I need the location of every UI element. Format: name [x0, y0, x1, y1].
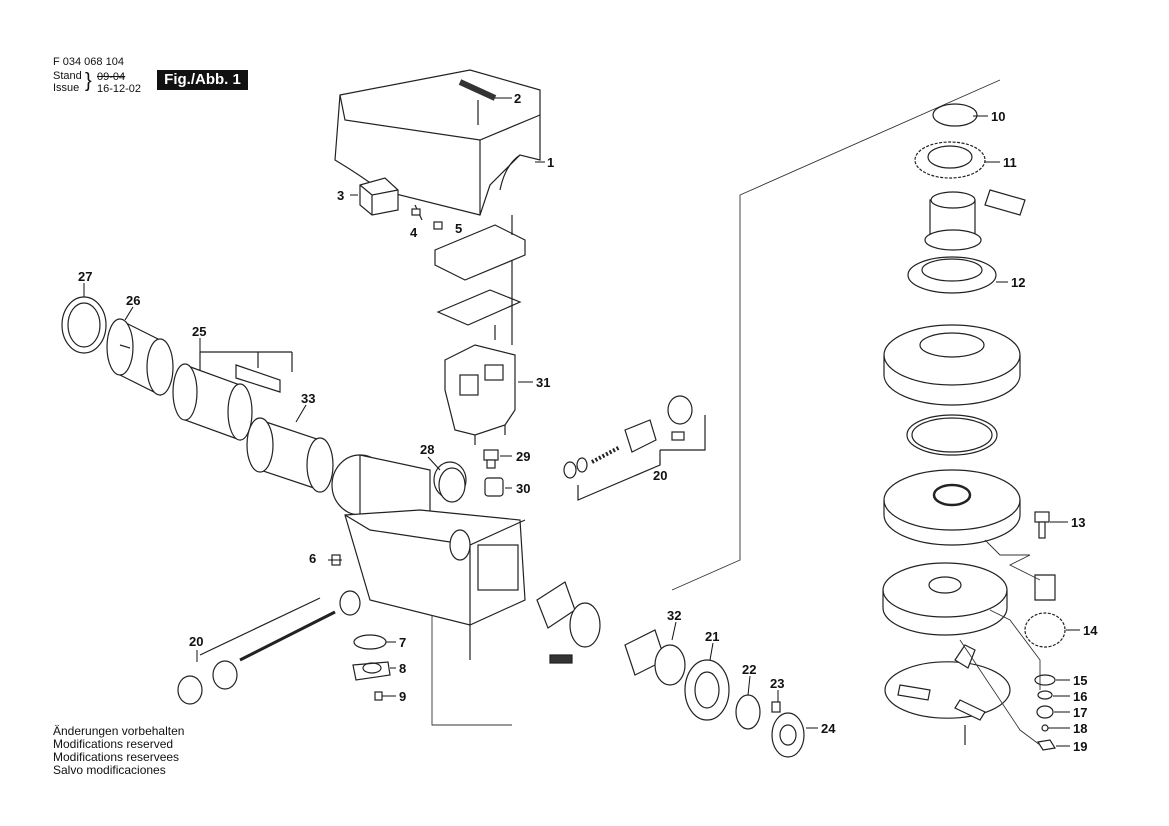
circuit-board-lower: [436, 289, 522, 340]
part-29-screw: [483, 449, 499, 469]
issue-date: 16-12-02: [97, 83, 142, 95]
callout-24: 24: [821, 721, 836, 736]
note-de: Änderungen vorbehalten: [53, 724, 185, 738]
callout-10: 10: [991, 109, 1005, 124]
callout-8: 8: [399, 661, 406, 676]
part-13-screw: [1034, 511, 1050, 539]
callout-20-upper: 20: [653, 468, 667, 483]
callout-27: 27: [78, 269, 92, 284]
callout-31: 31: [536, 375, 550, 390]
callout-28: 28: [420, 442, 434, 457]
callout-18: 18: [1073, 721, 1087, 736]
base-plate-upper: [883, 324, 1021, 406]
note-en: Modifications reserved: [53, 737, 174, 751]
callout-19: 19: [1073, 739, 1087, 754]
part-7-washer: [353, 634, 387, 650]
part-24-knob: [771, 712, 805, 758]
callout-1: 1: [547, 155, 554, 170]
part-14-gear: [1024, 574, 1066, 648]
callout-21: 21: [705, 629, 719, 644]
part-5-screw: [433, 221, 443, 230]
callout-4: 4: [410, 225, 418, 240]
part-30-nut: [484, 477, 504, 497]
issue-label: Issue: [53, 82, 80, 94]
callout-23: 23: [770, 676, 784, 691]
callout-16: 16: [1073, 689, 1087, 704]
stand-label: Stand: [53, 70, 82, 82]
callout-17: 17: [1073, 705, 1087, 720]
part-18-ball: [1041, 724, 1049, 732]
circuit-board-upper: [434, 215, 526, 281]
callout-20-lower: 20: [189, 634, 203, 649]
part-10-circlip: [932, 103, 978, 127]
callout-33: 33: [301, 391, 315, 406]
note-es: Salvo modificaciones: [53, 763, 166, 777]
threaded-plate: [883, 469, 1021, 546]
callout-13: 13: [1071, 515, 1085, 530]
part-8-bracket: [352, 661, 391, 681]
callout-15: 15: [1073, 673, 1087, 688]
callout-7: 7: [399, 635, 406, 650]
callout-2: 2: [514, 91, 521, 106]
callout-29: 29: [516, 449, 530, 464]
leader-lines: [83, 97, 1080, 747]
doc-number: F 034 068 104: [53, 56, 124, 68]
part-2-pin: [458, 79, 497, 125]
part-33-sleeve: [246, 417, 334, 493]
part-12-ring: [907, 256, 997, 294]
callout-26: 26: [126, 293, 140, 308]
part-25-tube: [172, 351, 293, 441]
part-17-clip: [1036, 705, 1054, 719]
callout-5: 5: [455, 221, 462, 236]
callout-3: 3: [337, 188, 344, 203]
part-11-gear-ring: [914, 141, 1026, 216]
part-4-screw: [411, 204, 423, 221]
callout-30: 30: [516, 481, 530, 496]
part-23-pin: [771, 701, 781, 713]
stand-date: 09-04: [97, 71, 126, 83]
part-26-sleeve: [106, 318, 174, 396]
part-27-ring: [61, 296, 107, 354]
part-15-washer: [1034, 674, 1056, 686]
part-9-screw: [374, 691, 383, 701]
part-3-block: [359, 177, 399, 216]
callout-25: 25: [192, 324, 206, 339]
callout-6: 6: [309, 551, 316, 566]
part-16-washer: [1037, 690, 1053, 700]
gasket: [906, 414, 998, 456]
part-19-clip: [1037, 739, 1056, 751]
callout-9: 9: [399, 689, 406, 704]
part-32-flange-assembly: [536, 581, 686, 686]
callout-11: 11: [1003, 155, 1017, 170]
part-20-drive-assembly-lower: [177, 590, 361, 705]
callout-22: 22: [742, 662, 756, 677]
callout-12: 12: [1011, 275, 1025, 290]
bearing-bushing: [924, 191, 982, 251]
callout-32: 32: [667, 608, 681, 623]
callout-14: 14: [1083, 623, 1098, 638]
part-22-collar: [735, 694, 761, 730]
header-brace: }: [85, 70, 92, 92]
part-21-ring: [684, 659, 730, 721]
figure-label: Fig./Abb. 1: [157, 70, 248, 90]
part-28-knob: [438, 467, 466, 503]
lower-plate: [882, 562, 1008, 636]
modification-notes: Änderungen vorbehalten Modifications res…: [53, 725, 184, 777]
part-31-frame: [444, 344, 516, 445]
note-fr: Modifications reservees: [53, 750, 180, 764]
part-20-drive-assembly-upper: [563, 395, 706, 501]
three-arm-spider-plate: [884, 644, 1011, 745]
